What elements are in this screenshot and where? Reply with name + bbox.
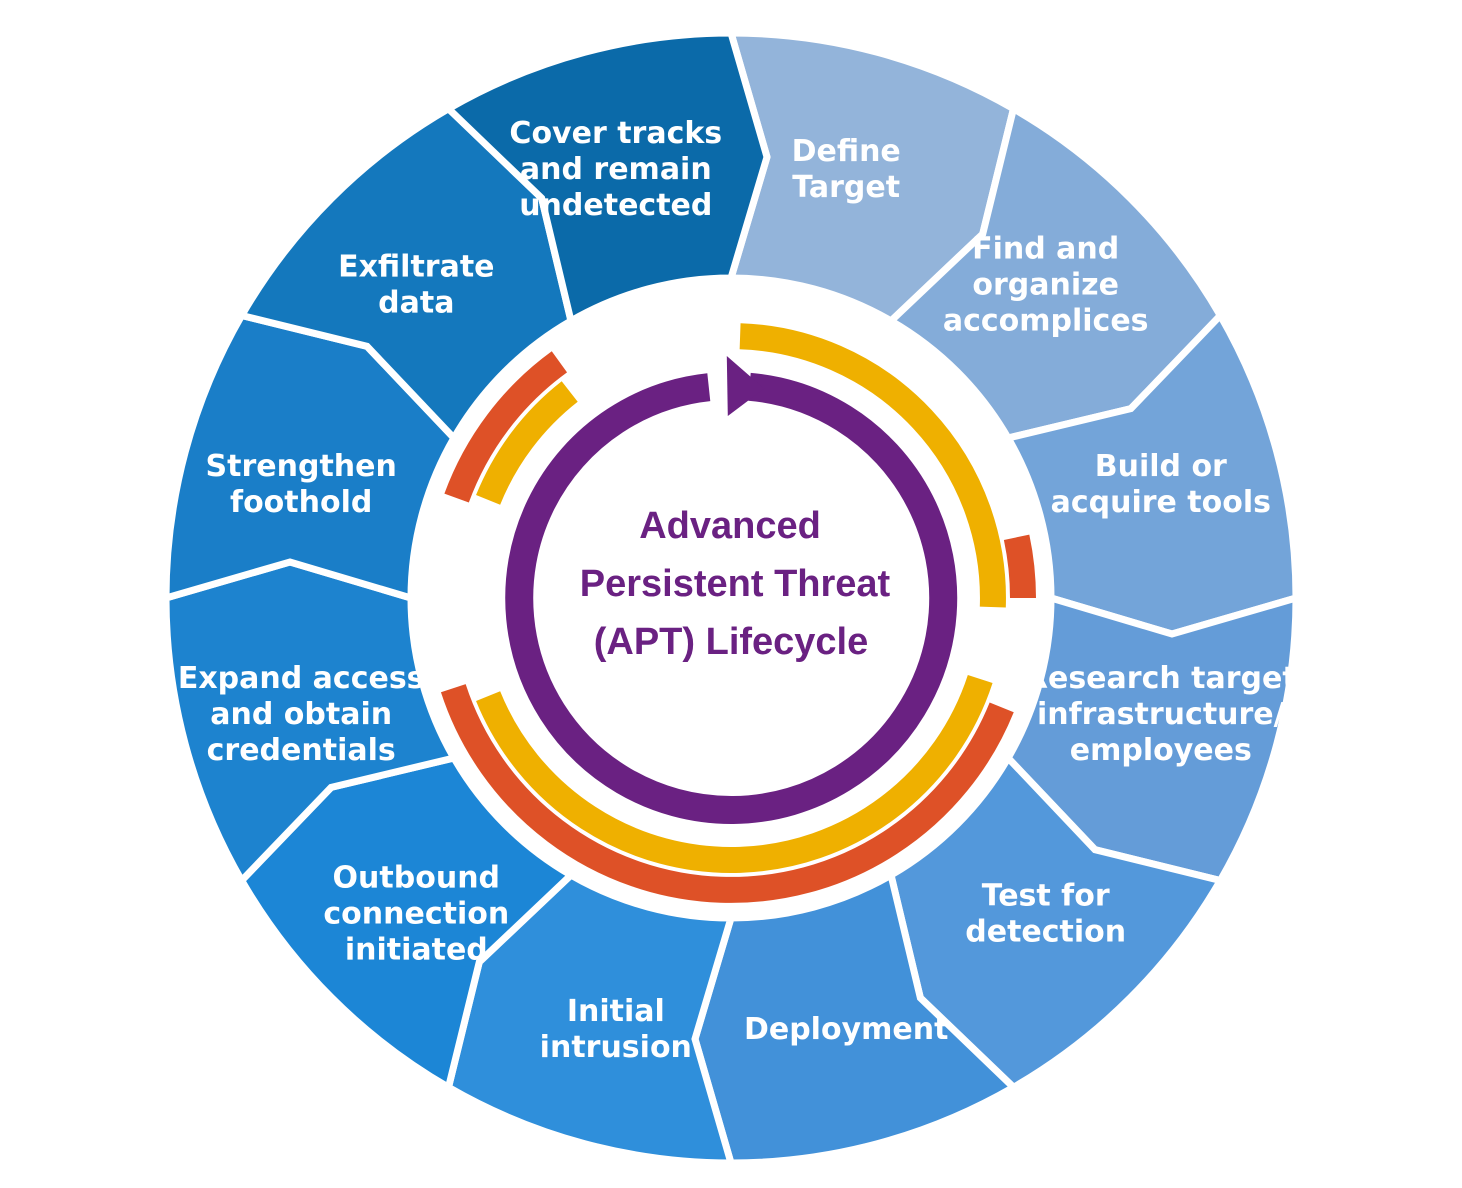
stage-label-line: foothold: [230, 485, 372, 520]
stage-label-line: Test for: [982, 879, 1110, 914]
cycle-arrowhead: [726, 356, 765, 416]
orange-arc-right: [1003, 534, 1036, 599]
yellow-arc-left: [476, 381, 578, 505]
stage-label-line: initiated: [345, 933, 488, 968]
center-title-line-2: Persistent Threat: [580, 563, 891, 605]
center-title: Advanced Persistent Threat (APT) Lifecyc…: [580, 505, 891, 663]
stage-label-line: connection: [323, 897, 509, 932]
stage-label-line: Find and: [972, 231, 1119, 266]
yellow-arc-bottom: [476, 674, 993, 873]
stage-label-line: accomplices: [943, 303, 1149, 338]
stage-segments: [162, 29, 1300, 1167]
stage-label-line: Strengthen: [206, 449, 397, 484]
stage-label-line: acquire tools: [1051, 485, 1271, 520]
stage-label-line: Expand access: [178, 661, 425, 696]
stage-label-line: detection: [965, 915, 1126, 950]
stage-label-line: Initial: [567, 994, 665, 1029]
stage-label-line: Outbound: [333, 861, 500, 896]
orange-arc-left: [444, 351, 568, 503]
stage-label-line: and remain: [520, 152, 712, 187]
stage-label-line: intrusion: [540, 1030, 692, 1065]
stage-label-line: employees: [1070, 733, 1252, 768]
stage-label-line: and obtain: [210, 697, 392, 732]
purple-cycle-ring: [505, 372, 958, 824]
stage-label-line: Define: [792, 134, 901, 169]
stage-label-line: data: [378, 285, 454, 320]
center-title-line-1: Advanced: [639, 505, 821, 547]
inner-arcs: [411, 278, 1051, 918]
center-title-line-3: (APT) Lifecycle: [594, 621, 869, 663]
stage-label-line: Target: [792, 170, 900, 205]
stage-label-line: Cover tracks: [509, 116, 722, 151]
stage-label-line: Build or: [1095, 449, 1227, 484]
orange-arc-bottom: [440, 684, 1014, 903]
stage-label-deployment: Deployment: [744, 1012, 948, 1047]
stage-label-line: Exfiltrate: [338, 249, 494, 284]
stage-label-line: infrastructure/: [1037, 697, 1285, 732]
stage-label-line: undetected: [519, 188, 712, 223]
stage-label-line: credentials: [207, 733, 396, 768]
stage-label-line: organize: [972, 267, 1119, 302]
yellow-arc-top-right: [739, 323, 1006, 608]
stage-label-line: Research target: [1025, 661, 1297, 696]
stage-label-line: Deployment: [744, 1012, 948, 1047]
